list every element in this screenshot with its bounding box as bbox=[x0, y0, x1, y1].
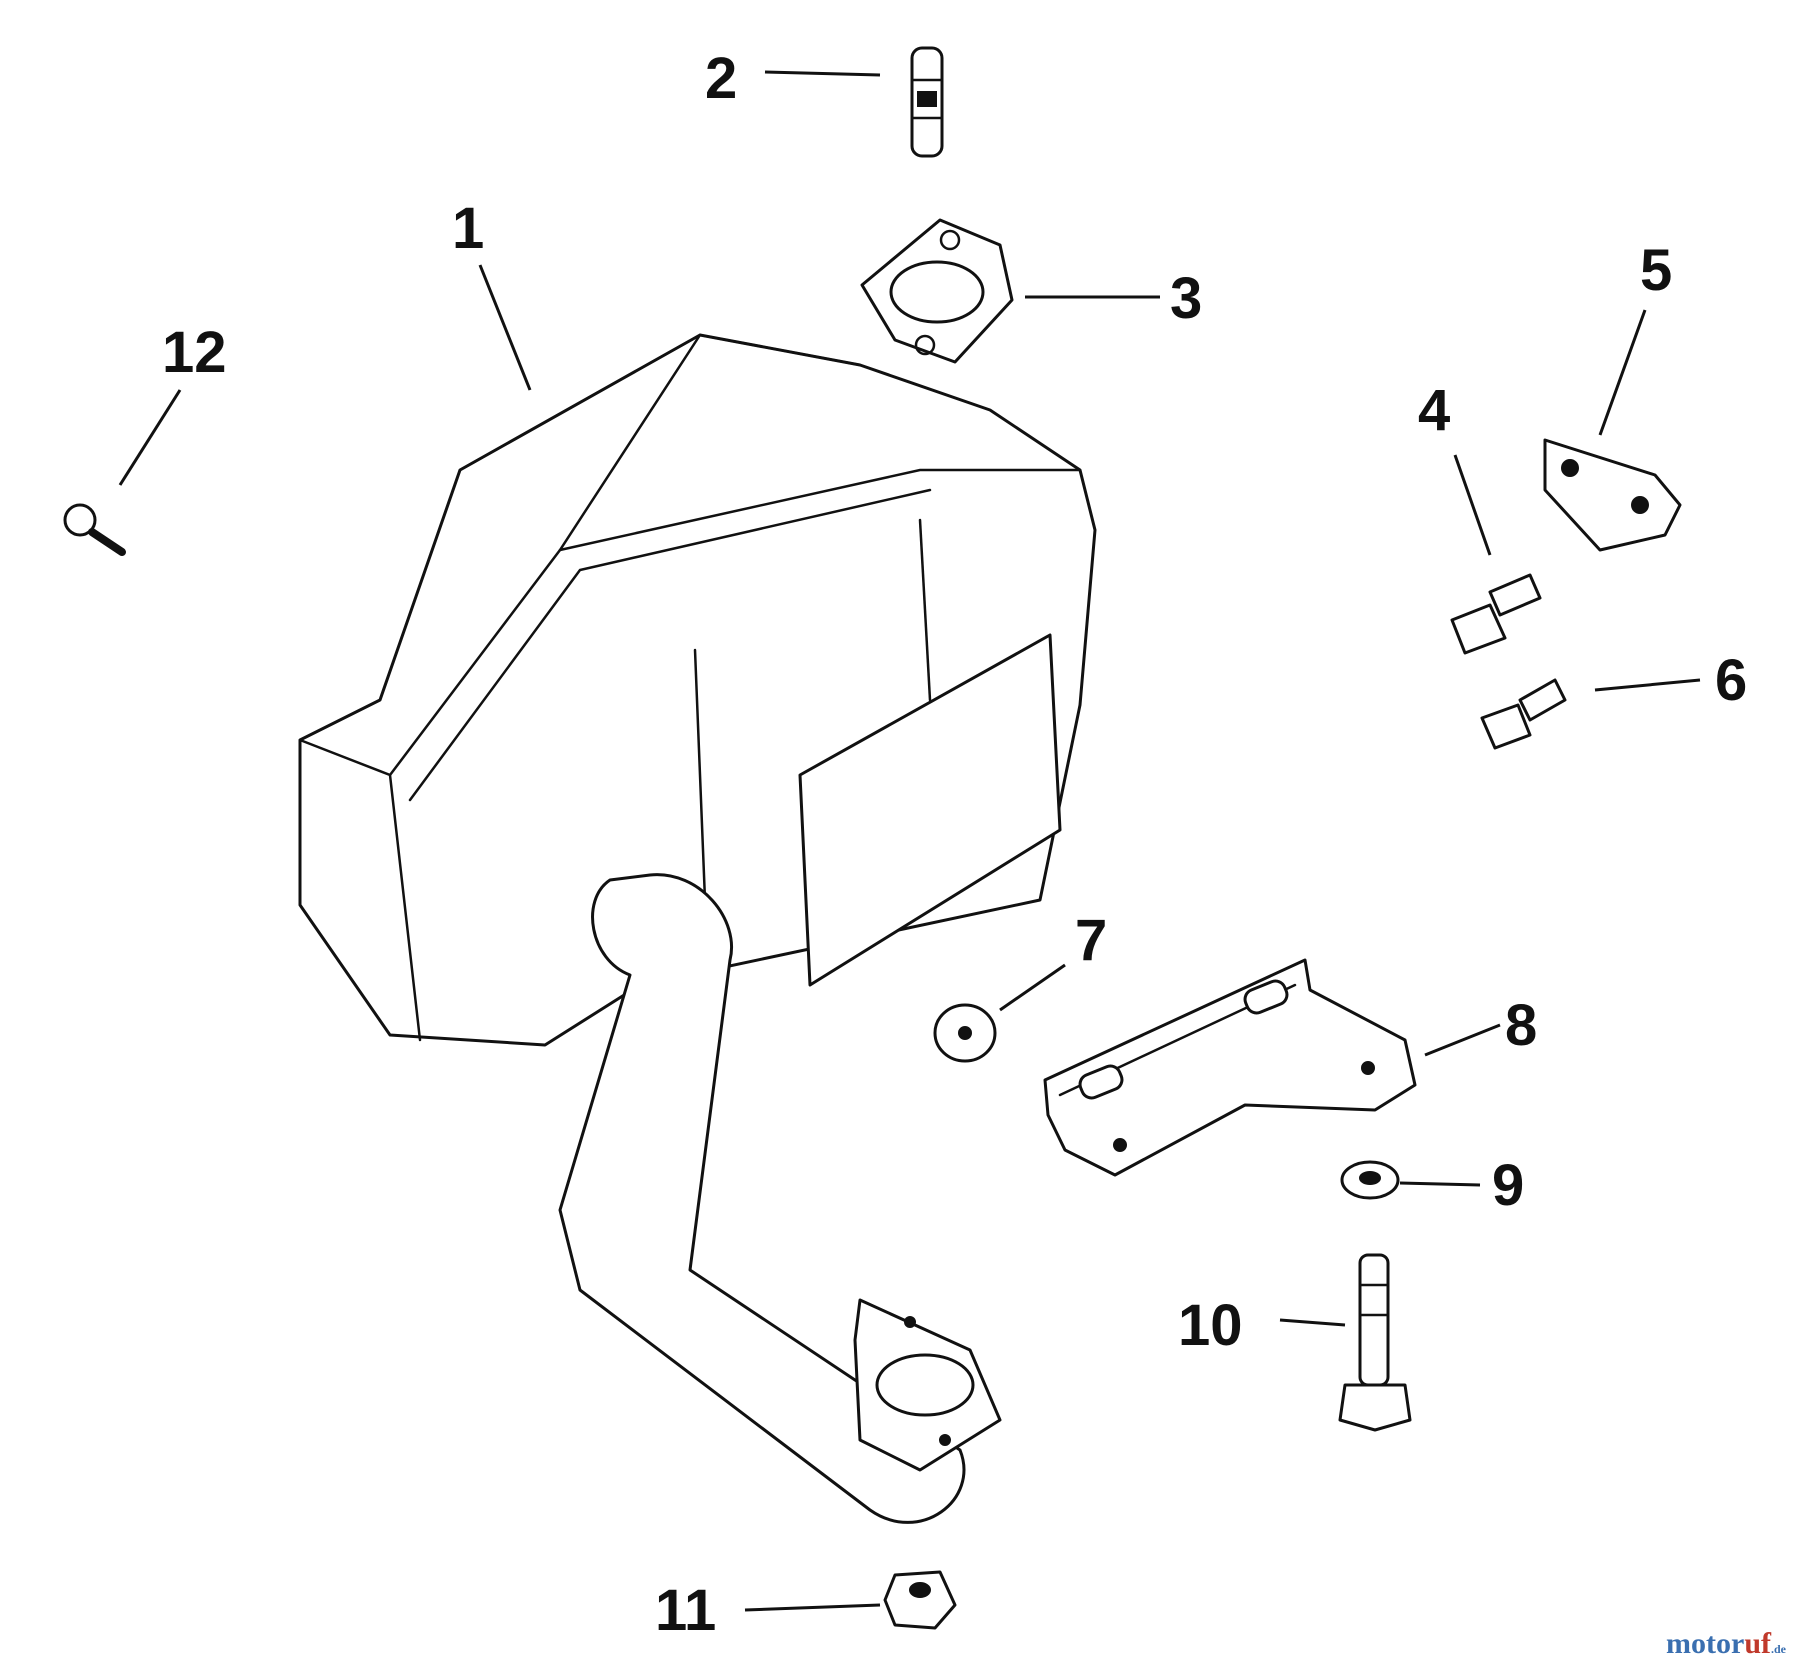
screw-part-6 bbox=[1480, 678, 1567, 750]
callout-1: 1 bbox=[452, 196, 484, 261]
callout-7: 7 bbox=[1075, 908, 1107, 973]
callout-11: 11 bbox=[655, 1578, 716, 1643]
callout-3: 3 bbox=[1170, 266, 1202, 331]
watermark-part-tld: .de bbox=[1771, 1642, 1786, 1656]
callouts: 1 2 3 4 5 6 7 8 9 10 11 12 bbox=[162, 46, 1747, 1643]
callout-6: 6 bbox=[1715, 648, 1747, 713]
callout-10: 10 bbox=[1178, 1293, 1243, 1358]
callout-8: 8 bbox=[1505, 993, 1537, 1058]
callout-2: 2 bbox=[705, 46, 737, 111]
mounting-bracket-part-8 bbox=[1043, 958, 1417, 1177]
stud-part-2 bbox=[910, 46, 944, 158]
washer-part-7 bbox=[933, 1003, 997, 1063]
callout-9: 9 bbox=[1492, 1153, 1524, 1218]
exhaust-pipe bbox=[558, 873, 1002, 1524]
watermark-logo: motoruf.de bbox=[1666, 1627, 1786, 1661]
screw-part-12 bbox=[63, 503, 126, 556]
bolt-part-10 bbox=[1338, 1253, 1412, 1432]
nut-part-9 bbox=[1340, 1160, 1400, 1200]
callout-4: 4 bbox=[1418, 378, 1450, 443]
watermark-part-motor: motor bbox=[1666, 1627, 1745, 1660]
gasket-part-3 bbox=[860, 218, 1014, 364]
callout-12: 12 bbox=[162, 320, 227, 385]
muffler-body bbox=[298, 333, 1097, 1047]
leader-lines bbox=[118, 70, 1701, 1612]
screw-part-4 bbox=[1450, 573, 1542, 655]
nut-part-11 bbox=[883, 1570, 957, 1630]
watermark-part-uf: uf bbox=[1744, 1627, 1771, 1660]
callout-5: 5 bbox=[1640, 238, 1672, 303]
bracket-plate-part-5 bbox=[1543, 438, 1682, 552]
